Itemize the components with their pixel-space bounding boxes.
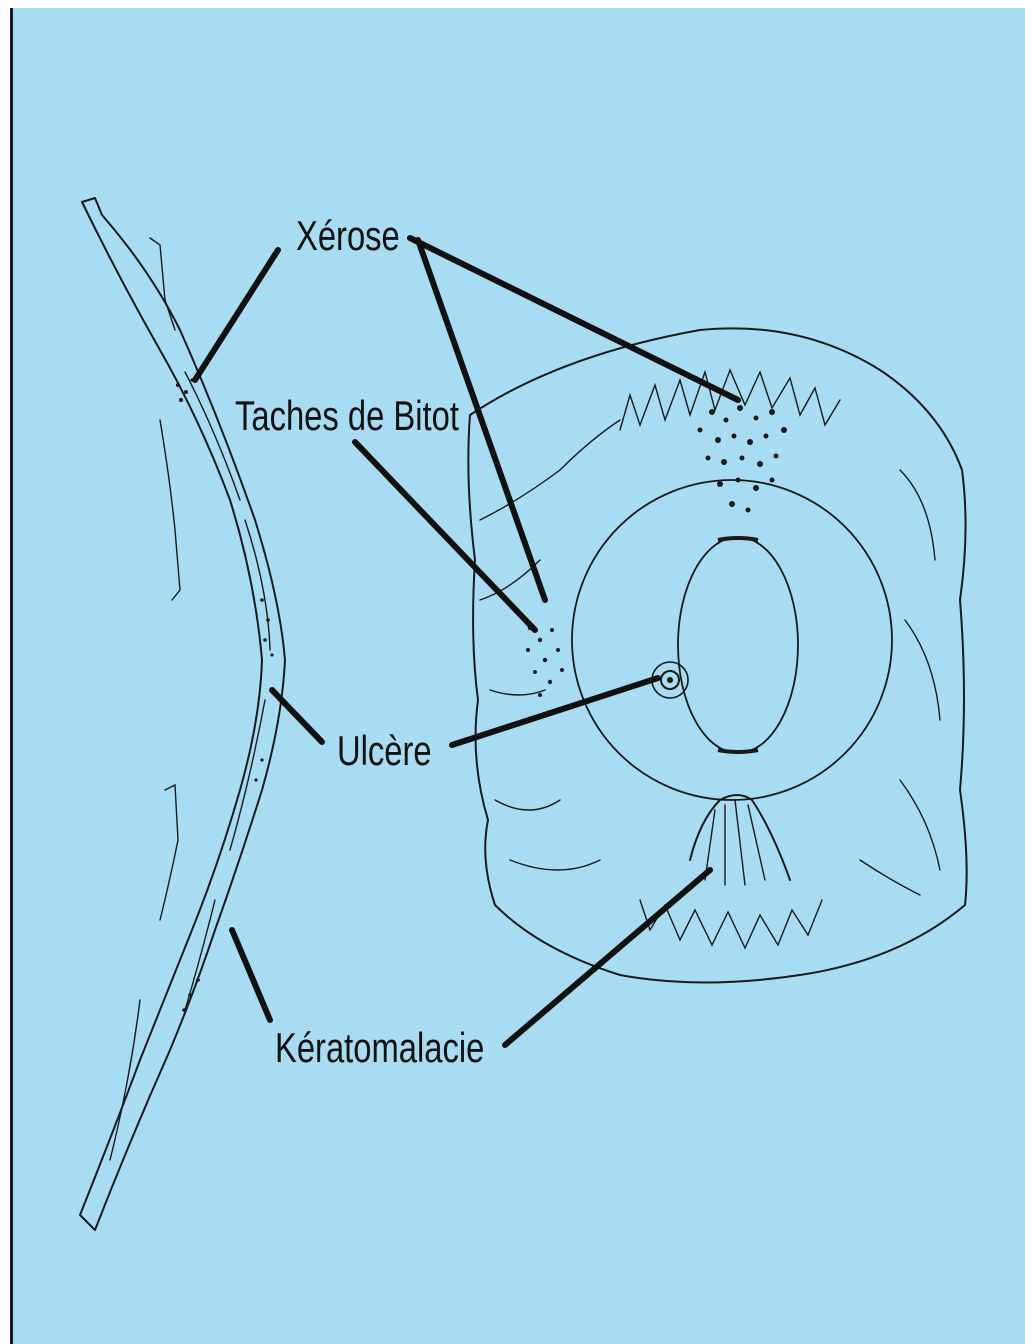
label-xerose: Xérose — [296, 212, 400, 259]
label-keratomalacie: Kératomalacie — [275, 1024, 484, 1071]
label-taches-de-bitot: Taches de Bitot — [235, 392, 459, 439]
diagram-background — [13, 8, 1025, 1344]
label-ulcere: Ulcère — [337, 727, 432, 774]
